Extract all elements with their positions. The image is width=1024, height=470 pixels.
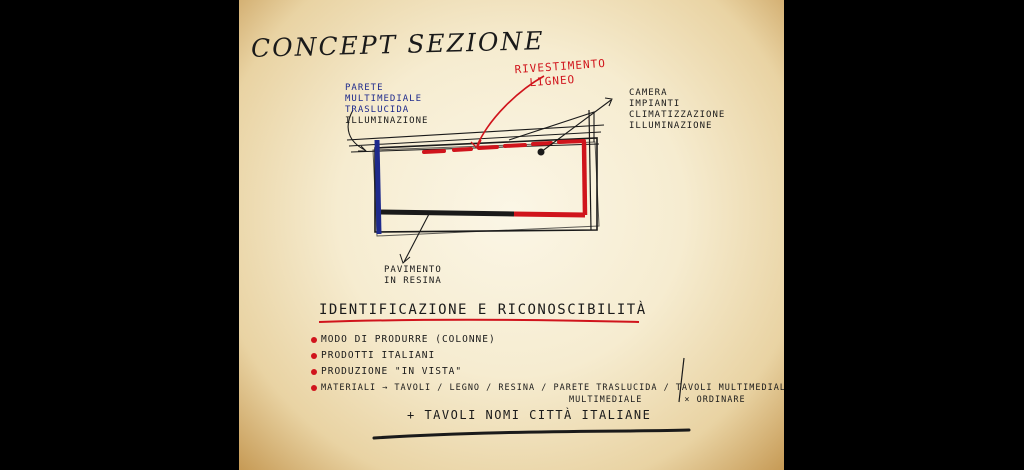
- roof-line-1: [346, 124, 605, 141]
- closing-note: + TAVOLI NOMI CITTÀ ITALIANE: [407, 408, 652, 422]
- red-bullet-icon: [311, 385, 317, 391]
- red-bullet-icon: [311, 337, 317, 343]
- label-camera-impianti: CAMERA IMPIANTI CLIMATIZZAZIONE ILLUMINA…: [629, 88, 726, 131]
- red-right-wall: [581, 141, 588, 216]
- list-item-continuation: MULTIMEDIALE × ORDINARE: [569, 395, 746, 405]
- floor-red: [513, 211, 586, 218]
- roof-line-3: [350, 143, 600, 153]
- arrow-rivestimento: [476, 75, 545, 147]
- heading-underline: [318, 318, 640, 323]
- red-wood-cladding: [422, 139, 586, 154]
- roof-line-2: [348, 131, 602, 147]
- arrow-pavimento: [403, 213, 430, 263]
- arrow-parete: [347, 109, 366, 151]
- list-item: MATERIALI → TAVOLI / LEGNO / RESINA / PA…: [311, 380, 784, 396]
- section-box-outline: [374, 137, 598, 233]
- heading-identificazione: IDENTIFICAZIONE E RICONOSCIBILITÀ: [319, 302, 647, 318]
- right-wall-line: [588, 109, 592, 231]
- sketch-paper: CONCEPT SEZIONE PARETE MULTIMEDIALE TRAS…: [239, 0, 784, 470]
- floor-resin-black: [380, 209, 515, 217]
- red-bullet-icon: [311, 369, 317, 375]
- section-sketch-drawing: [318, 75, 691, 440]
- arrow-camera: [540, 99, 612, 153]
- ceiling-cavity: [508, 111, 595, 142]
- label-pavimento: PAVIMENTO IN RESINA: [384, 265, 442, 286]
- red-bullet-icon: [311, 353, 317, 359]
- list-item: PRODUZIONE "IN VISTA": [311, 364, 784, 380]
- list-item: MODO DI PRODURRE (COLONNE): [311, 332, 784, 348]
- closing-underline: [372, 428, 691, 440]
- bullet-list: MODO DI PRODURRE (COLONNE) PRODOTTI ITAL…: [311, 332, 784, 405]
- list-item: PRODOTTI ITALIANI: [311, 348, 784, 364]
- materials-divider: [678, 357, 685, 403]
- section-box-outline-sketch: [372, 141, 600, 237]
- blue-translucent-wall: [374, 139, 382, 235]
- label-parete: PARETE MULTIMEDIALE TRASLUCIDA ILLUMINAZ…: [345, 83, 429, 126]
